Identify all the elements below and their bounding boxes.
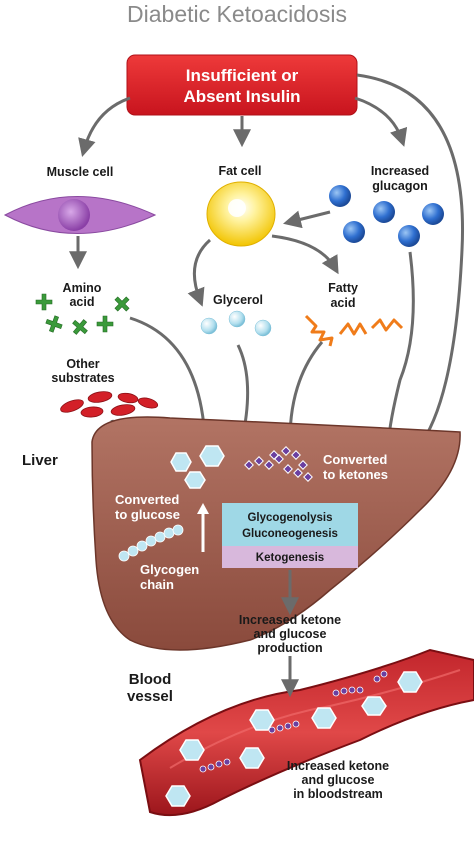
glycogen-chain-line1: Glycogen xyxy=(140,562,199,577)
glucagon-label-line2: glucagon xyxy=(372,179,428,193)
fat-cell-nucleus xyxy=(228,199,246,217)
arrow-amino-to-liver xyxy=(129,316,214,448)
blood-vessel-line2: vessel xyxy=(127,688,173,705)
liver-label: Liver xyxy=(22,452,58,469)
fatty-acid-label-line1: Fatty xyxy=(328,281,358,295)
converted-ketones-line1: Converted xyxy=(323,452,387,467)
arrow-fat-to-fatty-acid xyxy=(271,234,339,275)
blood-vessel-line1: Blood xyxy=(129,671,172,688)
banner-line2: Absent Insulin xyxy=(183,87,300,106)
other-substrates-line2: substrates xyxy=(51,371,114,385)
arrow-to-glucagon xyxy=(354,96,408,147)
glycogen-chain-line2: chain xyxy=(140,577,174,592)
insulin-banner xyxy=(126,54,358,116)
liver-ketone-molecules xyxy=(244,446,313,482)
production-line3: production xyxy=(257,641,322,655)
glycogen-chain xyxy=(118,524,184,562)
muscle-cell-label: Muscle cell xyxy=(47,165,114,179)
arrow-fat-to-glycerol xyxy=(187,238,212,307)
process-ketogenesis: Ketogenesis xyxy=(256,552,324,564)
fatty-acid-molecules xyxy=(304,314,404,347)
process-box-top xyxy=(222,503,358,546)
vessel-ketone-molecules xyxy=(199,670,388,773)
production-line1: Increased ketone xyxy=(239,613,341,627)
glucagon-label-line1: Increased xyxy=(371,164,429,178)
glucagon-molecules xyxy=(329,185,444,247)
banner-line1: Insufficient or xyxy=(186,66,299,85)
vessel-glucose-molecules xyxy=(165,671,423,807)
amino-acid-molecules xyxy=(35,293,130,335)
glycerol-label: Glycerol xyxy=(213,293,263,307)
fat-cell-label: Fat cell xyxy=(218,164,261,178)
bloodstream-line3: in bloodstream xyxy=(293,787,383,801)
process-box-bottom xyxy=(222,546,358,568)
glycerol-molecules xyxy=(200,310,272,337)
converted-glucose-line1: Converted xyxy=(115,492,179,507)
arrow-glucagon-to-fat xyxy=(283,210,331,229)
bloodstream-line1: Increased ketone xyxy=(287,759,389,773)
arrow-banner-to-ketones xyxy=(356,73,465,454)
arrow-to-muscle xyxy=(78,96,131,157)
production-line2: and glucose xyxy=(254,627,327,641)
fatty-acid-label-line2: acid xyxy=(330,296,355,310)
bloodstream-line2: and glucose xyxy=(302,773,375,787)
glycogen-up-arrowhead xyxy=(197,503,209,514)
process-gluconeogenesis: Gluconeogenesis xyxy=(242,528,338,540)
process-glycogenolysis: Glycogenolysis xyxy=(247,512,332,524)
amino-acid-label-line2: acid xyxy=(69,295,94,309)
liver-glucose-molecules xyxy=(170,445,225,489)
diagram-title: Diabetic Ketoacidosis xyxy=(127,1,347,27)
amino-acid-label-line1: Amino xyxy=(63,281,102,295)
other-substrates-line1: Other xyxy=(66,357,99,371)
muscle-cell-nucleus xyxy=(58,199,90,231)
red-blood-cells xyxy=(60,391,159,418)
converted-glucose-line2: to glucose xyxy=(115,507,180,522)
arrow-glucagon-to-liver xyxy=(379,251,415,453)
converted-ketones-line2: to ketones xyxy=(323,467,388,482)
